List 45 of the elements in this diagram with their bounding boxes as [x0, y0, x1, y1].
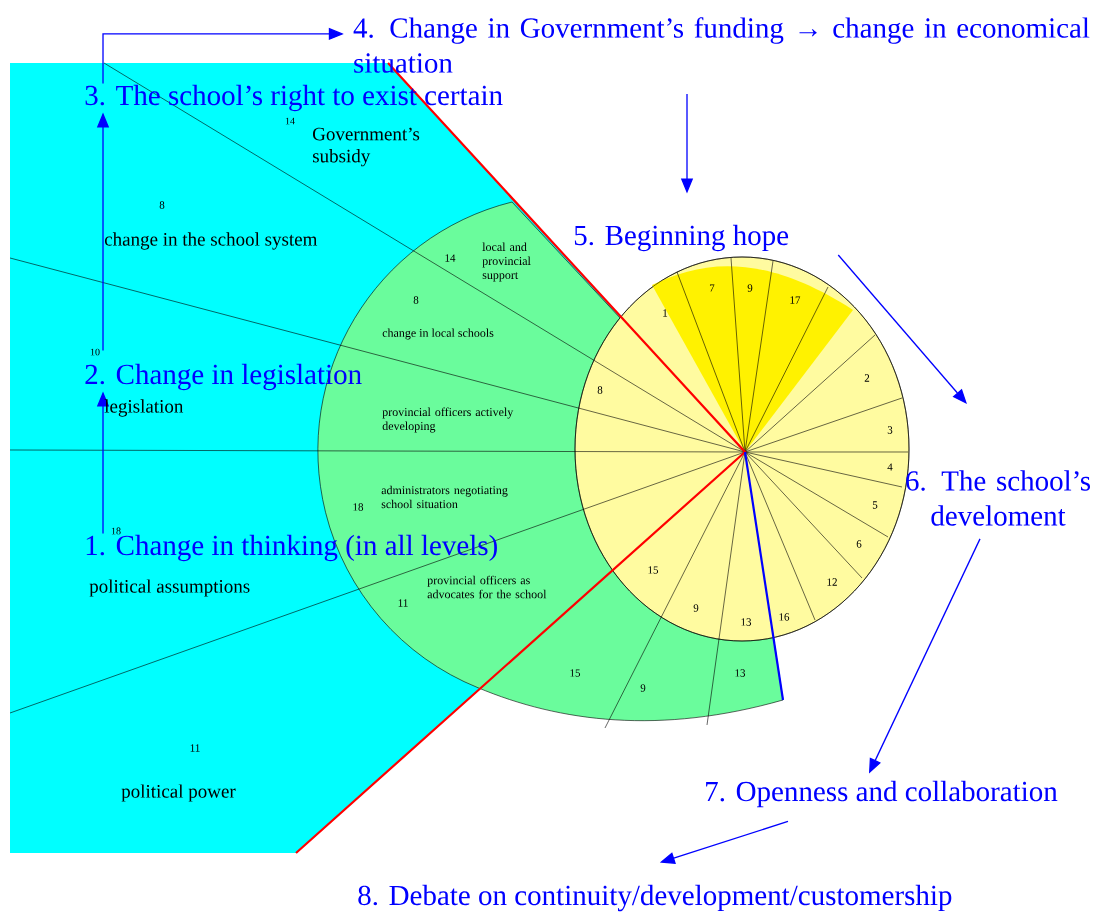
sector-number: 11	[398, 599, 408, 607]
sector-number: 11	[190, 744, 200, 752]
sector-number: 6	[856, 540, 862, 548]
sector-number: 13	[735, 669, 746, 677]
step-label: 6. The school’s develoment	[906, 470, 1090, 526]
step-label: 3. The school’s right to exist certain	[85, 84, 503, 112]
sector-number: 15	[570, 669, 581, 677]
sector-number: 5	[872, 501, 878, 509]
sector-number: 10	[90, 348, 100, 356]
sector-number: 18	[111, 527, 121, 535]
sector-number: 15	[648, 566, 659, 574]
sector-number: 2	[864, 374, 870, 382]
sector-number: 12	[827, 578, 837, 586]
step-label: 8. Debate on continuity/development/customership	[358, 884, 952, 912]
sector-number: 3	[887, 426, 893, 434]
sector-label: legislation	[104, 399, 184, 417]
sector-number: 9	[747, 284, 753, 292]
sector-number: 16	[779, 613, 790, 621]
step-label: 4. Change in Government’s funding → change in economical situation	[353, 17, 1090, 73]
sector-number: 8	[413, 296, 419, 304]
sector-label: administrators negotiating school situation	[381, 485, 508, 509]
sector-number: 18	[353, 503, 364, 511]
sector-number: 7	[710, 284, 715, 292]
sector-number: 8	[159, 201, 165, 209]
sector-label: change in the school system	[104, 232, 318, 250]
sector-number: 9	[693, 604, 699, 612]
sector-number: 4	[887, 463, 893, 471]
sector-label: Government’s subsidy	[313, 127, 420, 167]
sector-number: 14	[285, 117, 295, 125]
sector-label: provincial officers actively developing	[382, 407, 514, 433]
sector-label: local and provincial support	[482, 242, 531, 282]
sector-number: 1	[663, 309, 668, 317]
step-label: 1. Change in thinking (in all levels)	[86, 534, 497, 562]
sector-number: 13	[741, 618, 752, 626]
sector-number: 17	[790, 296, 801, 304]
sector-number: 14	[445, 254, 456, 262]
sector-label: political assumptions	[89, 579, 250, 597]
step-label: 2. Change in legislation	[85, 363, 362, 391]
sector-number: 9	[640, 684, 646, 692]
sector-label: change in local schools	[382, 328, 494, 340]
sector-label: political power	[121, 784, 236, 802]
sector-label: provincial officers as advocates for the school	[427, 575, 547, 599]
step-label: 5. Beginning hope	[574, 224, 789, 252]
sector-number: 8	[597, 386, 603, 394]
step-label: 7. Openness and collaboration	[706, 780, 1058, 808]
